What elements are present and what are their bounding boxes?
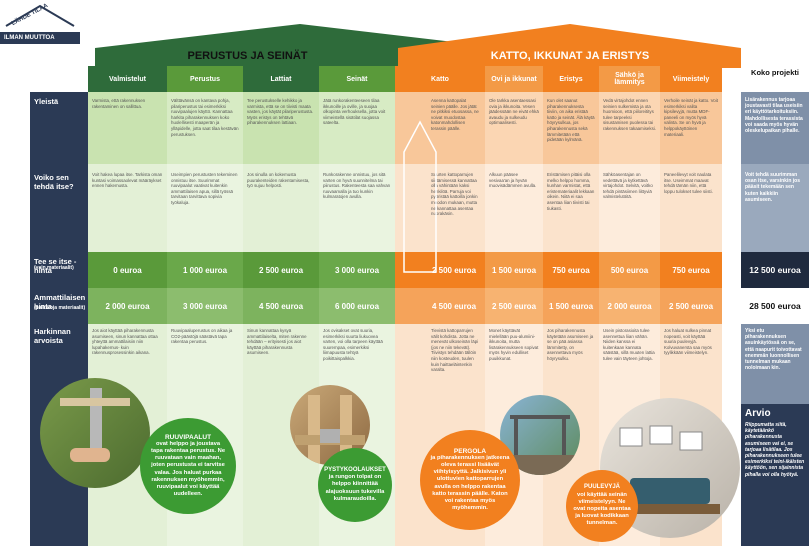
section-title-orange: KATTO, IKKUNAT JA ERISTYS bbox=[490, 50, 650, 62]
diy-price-cell: 1 500 euroa bbox=[485, 252, 543, 288]
bubble-screw-piles-text: ovat helppo ja joustava tapa rakentaa pe… bbox=[150, 440, 226, 498]
bubble-pergola-text: ja piharakennuksen jatkeena oleva terass… bbox=[430, 454, 510, 512]
pro-price-cell: 3 000 euroa bbox=[167, 288, 243, 324]
col-sahko: Sähkö ja lämmitys bbox=[599, 66, 660, 92]
photo-screw-piles bbox=[40, 378, 150, 488]
col-viimeistely: Viimeistely bbox=[660, 66, 722, 92]
bracket-icon bbox=[295, 395, 365, 465]
general-cell: Kun olet saanut piharakennuksesta tiivii… bbox=[543, 92, 599, 164]
pro-price-cell: 2 500 euroa bbox=[485, 288, 543, 324]
row-label-pro-price: Ammattilaisen hinta bbox=[34, 293, 86, 311]
screw-pile-icon bbox=[60, 388, 130, 462]
pro-price-cell: 2 500 euroa bbox=[660, 288, 722, 324]
pro-price-cell: 6 000 euroa bbox=[319, 288, 395, 324]
diy-price-cell: 750 euroa bbox=[660, 252, 722, 288]
bubble-puulevy-title: PUULEVYJÄ bbox=[583, 484, 620, 491]
section-title-green: PERUSTUS JA SEINÄT bbox=[187, 50, 308, 62]
diy-price-cell: 1 000 euroa bbox=[167, 252, 243, 288]
logo: LÄHDE TILAA ILMAN MUUTTOA bbox=[0, 0, 90, 48]
col-perustus: Perustus bbox=[167, 66, 243, 92]
general-cell: Varmista, että rakennuksen rakentaminen … bbox=[88, 92, 167, 164]
total-diy-text: Voit tehdä suurimman osan itse, varsinki… bbox=[745, 172, 801, 203]
general-cell: Jätä runkorakenteeseen tilaa ikkunoille … bbox=[319, 92, 395, 164]
general-cell: Verhoile seinät ja katto. Voit esimerkik… bbox=[660, 92, 722, 164]
col-eristys: Eristys bbox=[543, 66, 599, 92]
row-label-diy-price: Tee se itse -hinta bbox=[34, 257, 77, 275]
total-diy: Voit tehdä suurimman osan itse, varsinki… bbox=[741, 164, 809, 252]
house-outline-icon bbox=[403, 120, 437, 273]
pro-price-cell: 4 500 euroa bbox=[243, 288, 319, 324]
diy-cell: Voit hakea lupaa itse. Tarkista oman kun… bbox=[88, 164, 167, 252]
row-label-diy: Voiko sen tehdä itse? bbox=[34, 173, 74, 191]
house-roof-icon bbox=[5, 4, 75, 27]
row-diy-price: 0 euroa 1 000 euroa 2 500 euroa 3 000 eu… bbox=[88, 252, 741, 288]
bubble-screw-piles: RUUVIPAALUT ovat helppo ja joustava tapa… bbox=[140, 418, 236, 514]
col-lattiat: Lattiat bbox=[243, 66, 319, 92]
total-notes-text: Yksi etu piharakennuksen asuinkäytössä o… bbox=[745, 328, 802, 372]
row-diy: Voit hakea lupaa itse. Tarkista oman kun… bbox=[88, 164, 741, 252]
bubble-pergola-title: PERGOLA bbox=[453, 447, 487, 455]
general-cell: Välttävänsä on kantava pohja, pilariperu… bbox=[167, 92, 243, 164]
diy-cell: Alkuun pääsee vesivaa'an ja hyvän muovis… bbox=[485, 164, 543, 252]
diy-cell: Eristämisen pitäisi olla melko helppo ho… bbox=[543, 164, 599, 252]
row-label-notes: Harkinnan arvoista bbox=[34, 327, 71, 345]
row-pro-price: 2 000 euroa 3 000 euroa 4 500 euroa 6 00… bbox=[88, 288, 741, 324]
row-label-diy-price-sub: (vain materiaalit) bbox=[34, 265, 74, 271]
col-ovi-ikkunat: Ovi ja ikkunat bbox=[485, 66, 543, 92]
general-cell: Vedä virtajohdot ennen seinien sulkemist… bbox=[599, 92, 660, 164]
total-diy-price: 12 500 euroa bbox=[741, 252, 809, 288]
diy-cell: Useimpien perustusten tekeminen onnistuu… bbox=[167, 164, 243, 252]
total-notes: Yksi etu piharakennuksen asuinkäytössä o… bbox=[741, 324, 809, 404]
total-pro-price: 28 500 euroa bbox=[741, 288, 809, 324]
row-general: Varmista, että rakennuksen rakentaminen … bbox=[88, 92, 741, 164]
diy-cell: Jos sinulla on kokemusta puurakenteiden … bbox=[243, 164, 319, 252]
diy-price-cell: 3 000 euroa bbox=[319, 252, 395, 288]
general-cell: Asenna kattopalat seinien päälle. Jos jä… bbox=[395, 92, 485, 164]
bubble-studs-title: PYSTYKOOLAUKSET bbox=[324, 466, 386, 473]
photo-studs bbox=[290, 385, 370, 465]
bubble-studs-text: ja rungon tolpat on helppo kiinnittää al… bbox=[325, 474, 385, 502]
diy-price-cell: 500 euroa bbox=[599, 252, 660, 288]
bubble-screw-piles-title: RUUVIPAALUT bbox=[164, 433, 212, 441]
column-headers: Valmistelut Perustus Lattiat Seinät Katt… bbox=[88, 66, 746, 92]
section-roofs bbox=[95, 24, 741, 68]
general-cell: Tee perustukselle kehikko ja varmista, e… bbox=[243, 92, 319, 164]
col-seinat: Seinät bbox=[319, 66, 395, 92]
row-label-general: Yleistä bbox=[34, 97, 59, 106]
col-total: Koko projekti bbox=[751, 67, 799, 77]
diy-cell: Suurten kattoparrujen siirtämisessä kann… bbox=[395, 164, 485, 252]
pro-price-cell: 2 000 euroa bbox=[88, 288, 167, 324]
bubble-pergola: PERGOLA ja piharakennuksen jatkeena olev… bbox=[420, 430, 520, 530]
general-cell: Ole tarkka asentaessasi ovia ja ikkunoit… bbox=[485, 92, 543, 164]
bubble-puulevy: PUULEVYJÄ voi käyttää seinän viimeistely… bbox=[566, 470, 638, 542]
diy-price-cell: 0 euroa bbox=[88, 252, 167, 288]
verdict-box: Arvio Riippumatta siitä, käytetäänkö pih… bbox=[741, 404, 809, 546]
col-valmistelut: Valmistelut bbox=[88, 66, 167, 92]
diy-price-cell: 2 500 euroa bbox=[395, 252, 485, 288]
diy-cell: Paneelilevyt voit naulata itse. Useimmat… bbox=[660, 164, 722, 252]
verdict-text: Riippumatta siitä, käytetäänkö piharaken… bbox=[745, 422, 805, 478]
diy-cell: Runkorakenne onnistuu, jos sitä varten o… bbox=[319, 164, 395, 252]
pro-price-cell: 1 500 euroa bbox=[543, 288, 599, 324]
photo-interior bbox=[600, 398, 740, 538]
bubble-puulevy-text: voi käyttää seinän viimeistelyyn. Ne ova… bbox=[573, 491, 631, 527]
verdict-title: Arvio bbox=[745, 408, 771, 419]
row-label-pro-price-sub: (palkkioja materiaalit) bbox=[34, 305, 86, 311]
diy-cell: Sähköasentajan on vedettävä ja kytkettäv… bbox=[599, 164, 660, 252]
diy-price-cell: 750 euroa bbox=[543, 252, 599, 288]
total-general: Lisärakennus tarjoaa joustavasti tilaa u… bbox=[741, 92, 809, 164]
total-general-text: Lisärakennus tarjoaa joustavasti tilaa u… bbox=[745, 97, 803, 135]
pro-price-cell: 4 500 euroa bbox=[395, 288, 485, 324]
diy-price-cell: 2 500 euroa bbox=[243, 252, 319, 288]
sofa-icon bbox=[619, 425, 720, 514]
col-katto: Katto bbox=[395, 66, 485, 92]
logo-line2: ILMAN MUUTTOA bbox=[0, 32, 80, 44]
pro-price-cell: 2 000 euroa bbox=[599, 288, 660, 324]
bubble-studs: PYSTYKOOLAUKSET ja rungon tolpat on help… bbox=[318, 448, 392, 522]
